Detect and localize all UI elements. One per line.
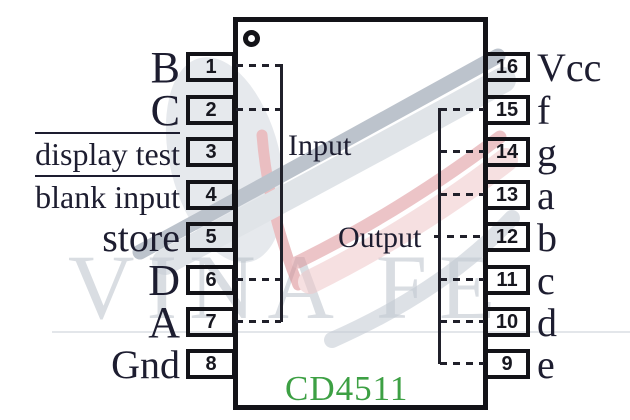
output-bus-dash-pin14 <box>440 150 485 153</box>
ic-body <box>233 17 488 410</box>
pin-number-10: 10 <box>495 311 519 333</box>
pin-label-f-text: f <box>537 87 551 133</box>
pin-label-seg-d-text: d <box>537 299 557 345</box>
pin-number-15: 15 <box>495 99 519 121</box>
pin-number-14: 14 <box>495 141 519 163</box>
output-bus-dash-pin11 <box>440 278 485 281</box>
pin-label-a: A <box>148 298 180 347</box>
pin-box-4: 4 <box>186 180 236 210</box>
pin-number-5: 5 <box>205 226 217 248</box>
pin-label-store: store <box>102 214 180 260</box>
pin-label-seg-e-text: e <box>537 341 555 387</box>
output-bus-dash-pin12 <box>434 235 485 238</box>
pin-box-6: 6 <box>186 265 236 295</box>
pin-number-2: 2 <box>205 99 217 121</box>
pin-box-15: 15 <box>484 95 530 125</box>
output-bus-dash-pin13 <box>440 193 485 196</box>
pin-label-blank-input: blank input <box>35 173 180 217</box>
chip-name: CD4511 <box>285 369 409 408</box>
pin-number-3: 3 <box>205 141 217 163</box>
pin-label-b-text: B <box>150 42 180 92</box>
pin-box-11: 11 <box>484 265 530 295</box>
pin-label-store-text: store <box>102 214 180 260</box>
pin-box-2: 2 <box>186 95 236 125</box>
pin-label-c: C <box>151 86 180 135</box>
pin-label-f: f <box>537 87 551 133</box>
pin-box-1: 1 <box>186 52 236 82</box>
pin-label-seg-b: b <box>537 214 557 260</box>
input-bus-dash-pin7 <box>236 320 281 323</box>
input-bus-dash-pin6 <box>236 278 281 281</box>
output-bus-dash-pin10 <box>440 320 485 323</box>
pin-label-c-text: C <box>150 85 180 135</box>
pin-number-4: 4 <box>205 184 217 206</box>
pin1-indicator-icon <box>243 30 260 47</box>
input-bus-dash-pin2 <box>236 108 281 111</box>
pin-number-8: 8 <box>205 353 217 375</box>
pin-label-d-text: D <box>148 255 180 305</box>
pin-box-14: 14 <box>484 137 530 167</box>
pin-box-13: 13 <box>484 180 530 210</box>
pin-label-seg-a-text: a <box>537 172 555 218</box>
output-bus-dash-pin15 <box>440 108 485 111</box>
pin-number-13: 13 <box>495 184 519 206</box>
pin-number-6: 6 <box>205 269 217 291</box>
pin-box-9: 9 <box>484 349 530 379</box>
pin-label-seg-e: e <box>537 341 555 387</box>
input-bus-bracket <box>280 64 283 322</box>
pin-label-a-text: A <box>148 297 180 347</box>
pin-label-g-text: g <box>537 129 557 175</box>
input-bus-dash-pin1 <box>236 64 281 67</box>
pin-label-seg-d: d <box>537 299 557 345</box>
pin-label-display-test: display test <box>35 130 180 174</box>
pin-label-seg-c-text: c <box>537 257 555 303</box>
pin-label-seg-a: a <box>537 172 555 218</box>
pin-label-b: B <box>151 43 180 92</box>
pin-number-1: 1 <box>205 56 217 78</box>
pin-box-3: 3 <box>186 137 236 167</box>
pin-number-11: 11 <box>496 269 518 291</box>
pin-number-16: 16 <box>495 56 519 78</box>
output-group-label: Output <box>338 221 422 254</box>
pin-number-12: 12 <box>495 226 519 248</box>
pin-label-vcc-text: Vcc <box>537 44 602 90</box>
output-bus-dash-pin9 <box>440 362 485 365</box>
pin-box-7: 7 <box>186 307 236 337</box>
pin-label-g: g <box>537 129 557 175</box>
pin-label-d: D <box>148 256 180 305</box>
pin-number-9: 9 <box>501 353 513 375</box>
pin-label-display-test-text: display test <box>35 131 180 173</box>
pin-label-seg-b-text: b <box>537 214 557 260</box>
pin-box-12: 12 <box>484 222 530 252</box>
pin-label-gnd: Gnd <box>111 341 180 387</box>
pin-box-8: 8 <box>186 349 236 379</box>
pin-label-blank-input-text: blank input <box>35 174 180 216</box>
pin-label-vcc: Vcc <box>537 44 602 90</box>
pin-label-seg-c: c <box>537 257 555 303</box>
input-group-label: Input <box>288 129 352 162</box>
pin-box-16: 16 <box>484 52 530 82</box>
pin-label-gnd-text: Gnd <box>111 341 180 387</box>
pin-box-5: 5 <box>186 222 236 252</box>
pin-box-10: 10 <box>484 307 530 337</box>
pin-number-7: 7 <box>205 311 217 333</box>
